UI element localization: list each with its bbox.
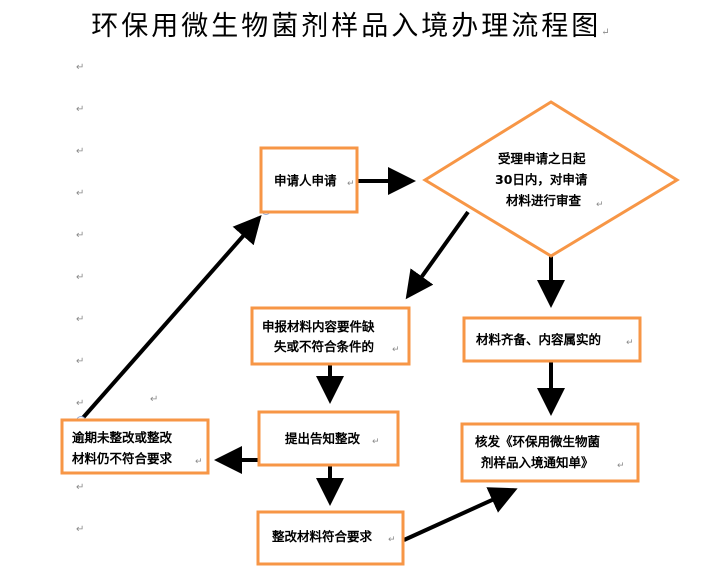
connectors	[79, 167, 565, 542]
node-overdue-line-2: 材料仍不符合要求	[71, 451, 173, 466]
title-paragraph-mark: ↵	[601, 27, 610, 38]
node-review-line-2: 30日内，对申请	[495, 172, 588, 187]
node-incomplete-line-2: 失或不符合条件的	[274, 339, 374, 354]
paragraph-mark: ↵	[76, 62, 85, 73]
node-overdue-line-1: 逾期未整改或整改	[72, 430, 173, 445]
paragraph-mark: ↵	[76, 524, 85, 535]
node-issue-line-2: 剂样品入境通知单》	[480, 455, 594, 470]
paragraph-mark: ↵	[347, 179, 355, 189]
node-incomplete-line-1: 申报材料内容要件缺	[262, 319, 375, 334]
node-issue-line-1: 核发《环保用微生物菌	[475, 434, 601, 449]
node-notify-line-1: 提出告知整改	[285, 431, 361, 446]
node-rectified: 整改材料符合要求	[256, 510, 405, 566]
arrow-review-to-incomplete	[405, 210, 470, 300]
node-overdue: 逾期未整改或整改 材料仍不符合要求	[60, 418, 210, 475]
node-complete-line-1: 材料齐备、内容属实的	[475, 332, 601, 347]
paragraph-mark: ↵	[76, 188, 85, 199]
paragraph-mark: ↵	[76, 398, 85, 409]
node-issue: 核发《环保用微生物菌 剂样品入境通知单》	[460, 422, 640, 483]
paragraph-mark: ↵	[596, 200, 604, 210]
arrow-rectified-to-issue	[403, 487, 518, 542]
node-apply-line-1: 申请人申请	[274, 173, 337, 188]
node-review-line-3: 材料进行审查	[505, 193, 582, 208]
arrow-overdue-to-apply	[79, 214, 262, 422]
paragraph-mark: ↵	[76, 482, 85, 493]
node-notify: 提出告知整改	[257, 410, 400, 467]
node-complete: 材料齐备、内容属实的	[462, 316, 642, 363]
node-rectified-line-1: 整改材料符合要求	[272, 529, 373, 544]
paragraph-mark: ↵	[195, 457, 203, 467]
paragraph-mark: ↵	[76, 104, 85, 115]
title-text: 环保用微生物菌剂样品入境办理流程图	[91, 11, 602, 42]
paragraph-mark: ↵	[392, 345, 400, 355]
paragraph-mark: ↵	[388, 535, 396, 545]
node-review: 受理申请之日起 30日内，对申请 材料进行审查	[422, 100, 680, 258]
paragraph-mark: ↵	[150, 394, 159, 405]
paragraph-mark: ↵	[76, 356, 85, 367]
paragraph-mark: ↵	[617, 461, 625, 471]
node-apply: 申请人申请	[259, 146, 359, 214]
paragraph-mark: ↵	[76, 230, 85, 241]
node-review-line-1: 受理申请之日起	[498, 151, 586, 166]
paragraph-mark: ↵	[626, 338, 634, 348]
paragraph-mark: ↵	[76, 272, 85, 283]
page-title: 环保用微生物菌剂样品入境办理流程图↵	[0, 4, 701, 43]
paragraph-mark: ↵	[372, 437, 380, 447]
paragraph-mark: ↵	[76, 146, 85, 157]
node-incomplete: 申报材料内容要件缺 失或不符合条件的	[250, 306, 411, 366]
paragraph-mark: ↵	[76, 314, 85, 325]
